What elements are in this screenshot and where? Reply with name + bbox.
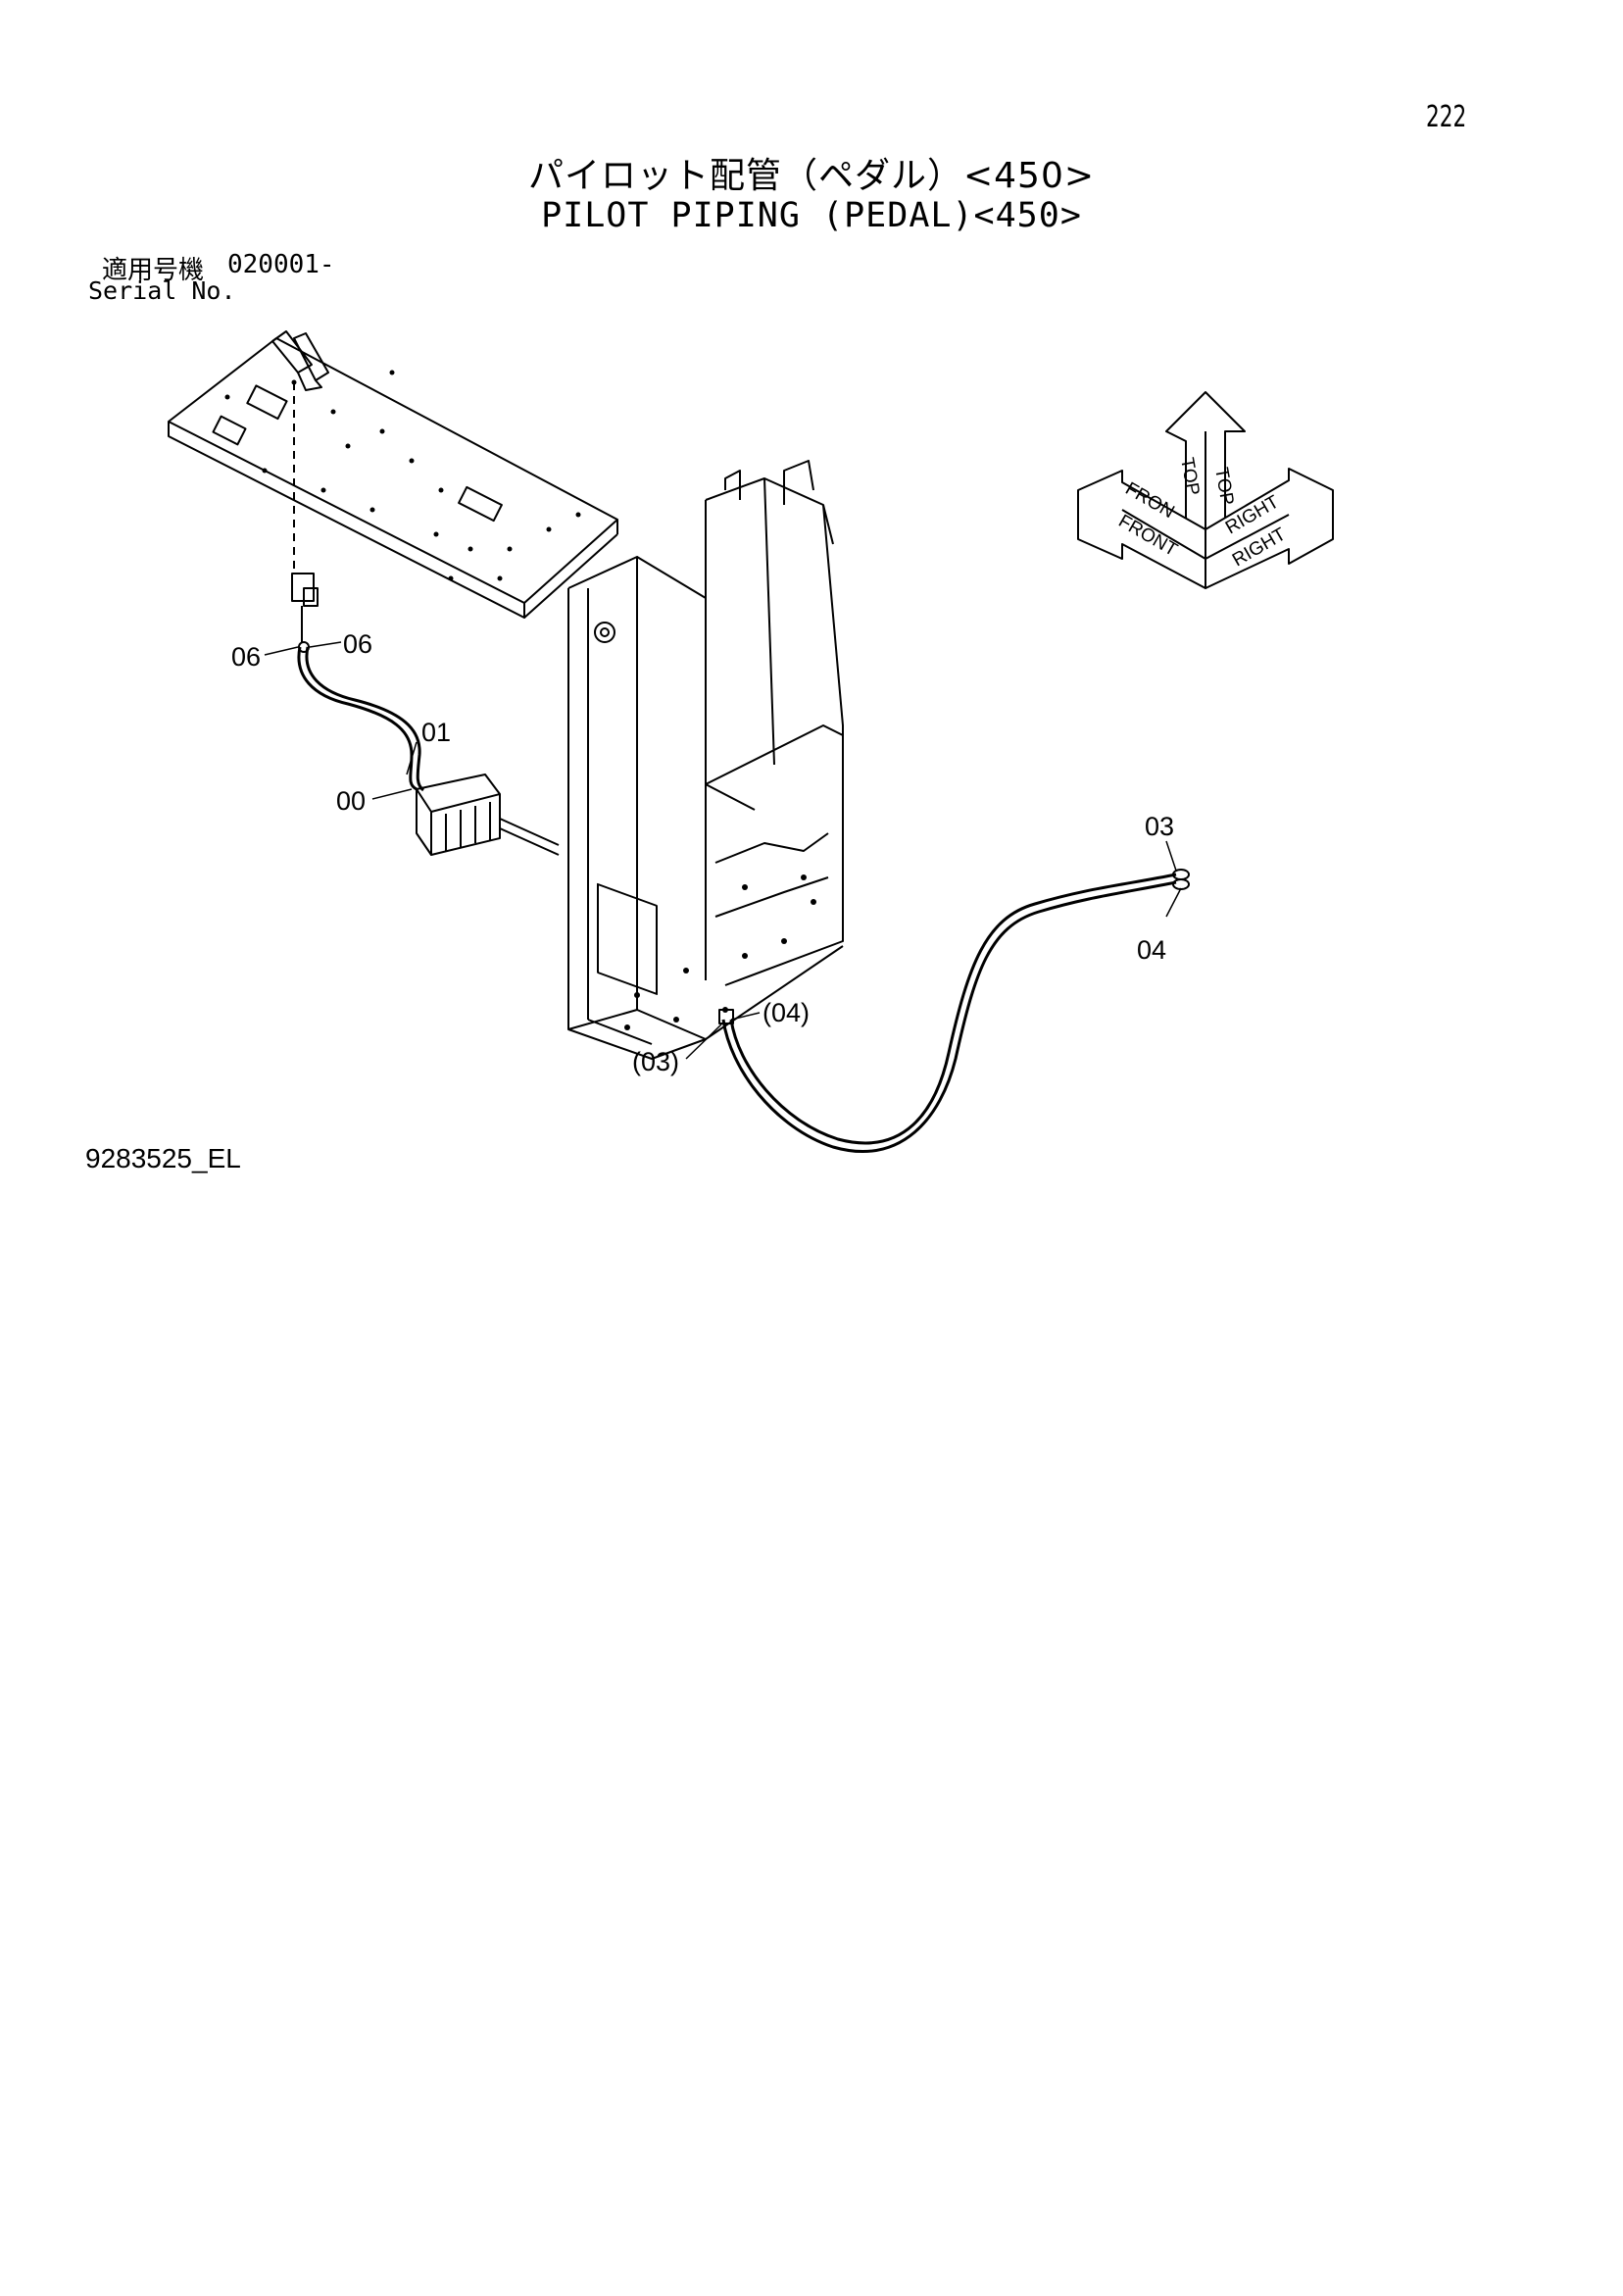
hose-fitting-lower	[718, 1009, 734, 1024]
pilot-hose-long	[721, 873, 1177, 1153]
pedal-valve	[291, 573, 319, 642]
control-column	[567, 460, 844, 1060]
fitting-06	[298, 641, 310, 653]
callout-04: 04	[1137, 935, 1167, 965]
leader-lines	[264, 641, 1182, 1060]
callout-01: 01	[421, 718, 452, 747]
document-id: 9283525_EL	[85, 1143, 241, 1173]
callout-03: 03	[1145, 812, 1175, 841]
page-number: 222	[1426, 100, 1467, 134]
serial-range: 020001-	[227, 250, 335, 279]
page-title-english: PILOT PIPING (PEDAL)<450>	[541, 196, 1082, 235]
callout-00: 00	[336, 786, 367, 816]
serial-label-english: Serial No.	[88, 276, 236, 305]
pilot-hose-pedal-to-valve	[297, 646, 425, 792]
hose-end-04	[1172, 878, 1190, 890]
callout-03-reference: (03)	[632, 1047, 680, 1076]
orientation-indicator	[1077, 391, 1334, 589]
floor-plate	[168, 337, 618, 619]
valve-block	[416, 774, 560, 856]
serial-label-japanese: 適用号機	[102, 256, 205, 285]
callout-04-reference: (04)	[762, 998, 811, 1027]
pedal	[271, 330, 329, 574]
callout-06-left: 06	[231, 642, 262, 672]
callout-06-right: 06	[343, 629, 373, 659]
page-title-japanese: パイロット配管（ペダル）<450>	[527, 156, 1096, 196]
